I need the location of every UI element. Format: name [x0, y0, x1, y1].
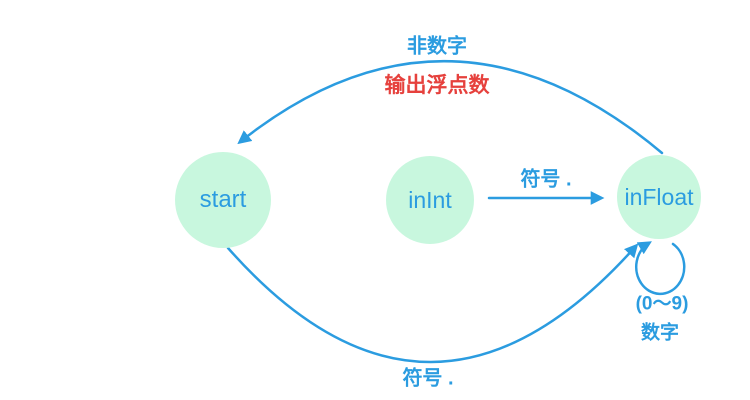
edge-label-loop-range: (0～9)	[635, 293, 689, 315]
edge-start-to-infloat	[226, 243, 639, 364]
edge-label-non-digit: 非数字	[407, 35, 467, 58]
edge-infloat-self-loop	[634, 241, 686, 296]
state-node-inint-label: inInt	[408, 186, 452, 213]
edge-label-loop-digit: 数字	[640, 322, 680, 344]
state-node-infloat-label: inFloat	[624, 183, 694, 210]
state-node-start-label: start	[199, 186, 247, 213]
state-node-start: start	[175, 152, 271, 248]
edge-infloat-to-start	[237, 59, 664, 155]
edge-label-symbol-dot-bottom: 符号 .	[402, 367, 454, 390]
state-node-inint: inInt	[386, 156, 474, 244]
edge-label-output-float: 输出浮点数	[384, 74, 490, 97]
edge-label-symbol-dot-mid: 符号 .	[520, 168, 572, 191]
state-node-infloat: inFloat	[617, 155, 701, 239]
